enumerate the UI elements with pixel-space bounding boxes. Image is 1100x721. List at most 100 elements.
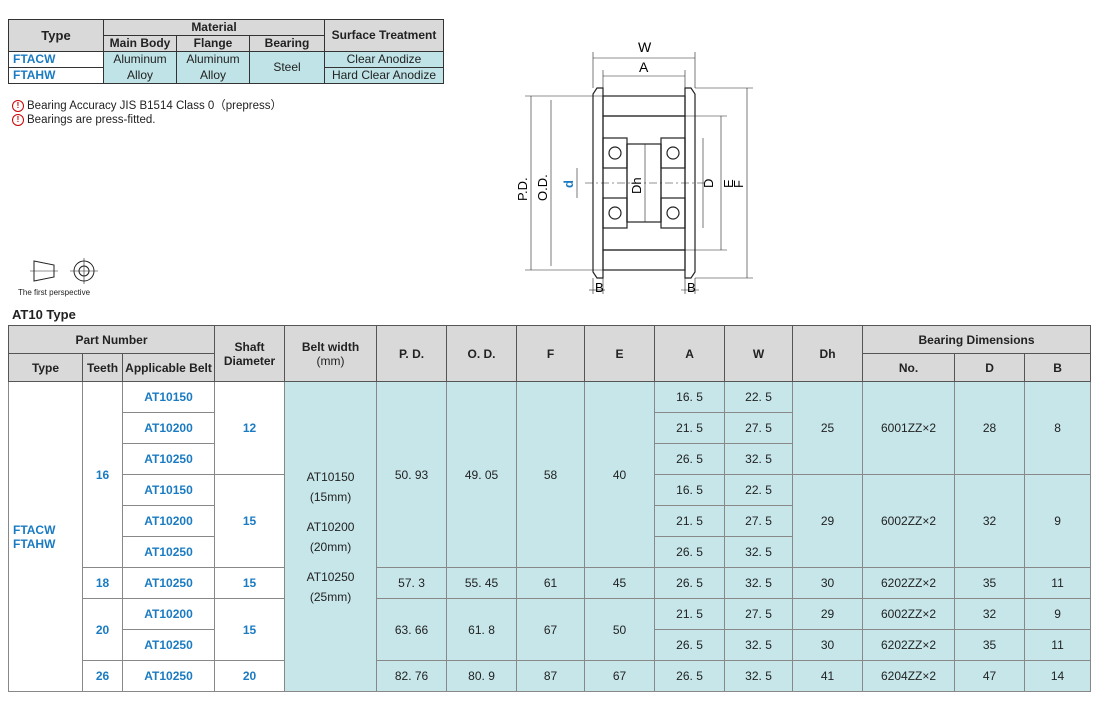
main-body-value-2: Alloy [103,67,177,84]
applicable-belt-cell: AT10250 [121,629,216,661]
dh-cell: 30 [792,629,864,661]
pd-cell: 50. 93 [376,381,448,568]
applicable-belt-cell: AT10250 [121,443,216,475]
material-type-ftacw: FTACW [8,51,104,68]
w-header: W [724,325,794,382]
dim-dh-label: Dh [629,177,644,194]
shaft-cell: 20 [214,660,286,692]
bearing-no-cell: 6202ZZ×2 [862,629,956,661]
dh-cell: 29 [792,474,864,568]
od-cell: 49. 05 [446,381,518,568]
main-body-value: Aluminum [103,51,177,68]
pd-header: P. D. [376,325,448,382]
b-header: B [1024,353,1092,382]
a-header: A [654,325,726,382]
teeth-cell: 16 [82,381,123,568]
type-header: Type [8,353,83,382]
bearing-dims-header: Bearing Dimensions [862,325,1092,354]
od-header: O. D. [446,325,518,382]
applicable-belt-cell: AT10200 [121,412,216,444]
applicable-belt-cell: AT10250 [121,660,216,692]
f-header: F [516,325,586,382]
applicable-belt-cell: AT10150 [121,474,216,506]
dim-d-label: d [561,180,576,188]
surface-value-ftacw: Clear Anodize [324,51,444,68]
teeth-header: Teeth [82,353,123,382]
dh-cell: 41 [792,660,864,692]
spec-table: Part Number Shaft Diameter Belt width (m… [7,325,1092,692]
bearing-d-cell: 32 [954,474,1026,568]
bearing-b-cell: 14 [1024,660,1092,692]
w-cell: 22. 5 [724,381,794,413]
dim-a-label: A [639,59,649,75]
note-item: !Bearings are press-fitted. [12,113,282,127]
teeth-cell: 26 [82,660,123,692]
pd-cell: 82. 76 [376,660,448,692]
pulley-diagram: W A B B P.D. O.D. d Dh D E F [515,39,753,295]
bearing-no-cell: 6002ZZ×2 [862,598,956,630]
surface-header: Surface Treatment [324,19,444,52]
f-cell: 87 [516,660,586,692]
e-cell: 67 [584,660,656,692]
dim-pd-label: P.D. [515,177,530,201]
main-body-header: Main Body [103,35,177,52]
material-type-ftahw: FTAHW [8,67,104,84]
section-title: AT10 Type [12,307,76,322]
w-cell: 32. 5 [724,567,794,599]
a-cell: 26. 5 [654,567,726,599]
bearing-d-cell: 47 [954,660,1026,692]
shaft-cell: 15 [214,567,286,599]
dim-b-label-left: B [595,280,604,295]
dim-w-label: W [638,39,652,55]
bearing-value: Steel [249,51,325,84]
w-cell: 32. 5 [724,536,794,568]
a-cell: 16. 5 [654,474,726,506]
applicable-belt-cell: AT10200 [121,505,216,537]
bearing-no-cell: 6204ZZ×2 [862,660,956,692]
bearing-no-cell: 6202ZZ×2 [862,567,956,599]
flange-header: Flange [176,35,250,52]
dim-D-label: D [701,179,716,188]
surface-value-ftahw: Hard Clear Anodize [324,67,444,84]
od-cell: 61. 8 [446,598,518,661]
a-cell: 21. 5 [654,505,726,537]
shaft-cell: 15 [214,474,286,568]
e-cell: 40 [584,381,656,568]
w-cell: 32. 5 [724,443,794,475]
no-header: No. [862,353,956,382]
bearing-b-cell: 9 [1024,474,1092,568]
applicable-belt-cell: AT10250 [121,536,216,568]
shaft-cell: 12 [214,381,286,475]
a-cell: 21. 5 [654,598,726,630]
applicable-belt-cell: AT10150 [121,381,216,413]
material-table: Type Material Surface Treatment Main Bod… [8,19,444,84]
projection-icon [30,258,98,284]
a-cell: 21. 5 [654,412,726,444]
applicable-belt-cell: AT10250 [121,567,216,599]
a-cell: 26. 5 [654,660,726,692]
pd-cell: 57. 3 [376,567,448,599]
f-cell: 67 [516,598,586,661]
pd-cell: 63. 66 [376,598,448,661]
a-cell: 16. 5 [654,381,726,413]
dh-cell: 29 [792,598,864,630]
f-cell: 58 [516,381,586,568]
teeth-cell: 20 [82,598,123,661]
e-header: E [584,325,656,382]
dh-header: Dh [792,325,864,382]
perspective-label: The first perspective [18,288,91,297]
bearing-d-cell: 28 [954,381,1026,475]
w-cell: 27. 5 [724,505,794,537]
dh-cell: 30 [792,567,864,599]
belt-width-header: Belt width (mm) [284,325,378,382]
applicable-belt-header: Applicable Belt [121,353,216,382]
bearing-no-cell: 6001ZZ×2 [862,381,956,475]
warning-icon: ! [12,99,24,112]
